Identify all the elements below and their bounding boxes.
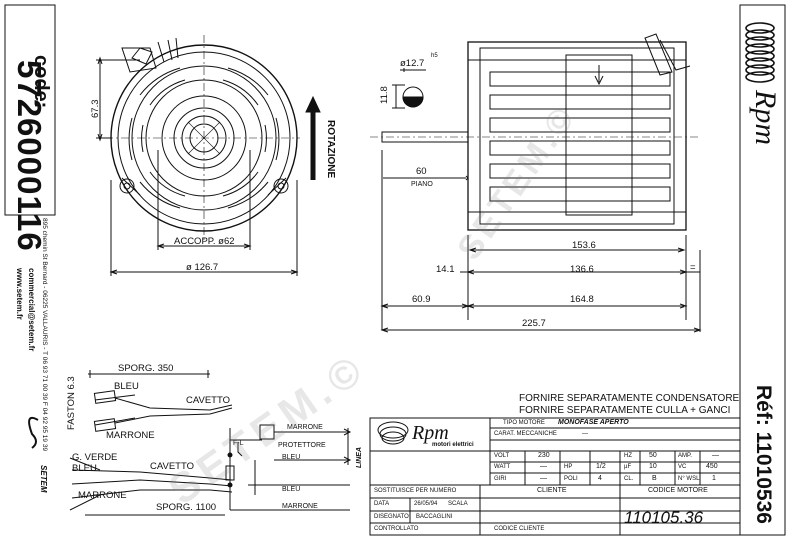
schem-fl: F-L	[233, 440, 244, 447]
setem-logo-label: SETEM	[39, 465, 48, 493]
disegnato-label: DISEGNATO	[374, 514, 409, 520]
disegnato-value: BACCAGLINI	[416, 514, 453, 520]
poli-value: 4	[598, 475, 602, 482]
vc-label: VC	[678, 464, 687, 470]
sporg-1100: SPORG. 1100	[156, 502, 217, 513]
wsl-value: 1	[712, 475, 716, 482]
email: commercial@setem.fr	[27, 268, 36, 352]
volt-label: VOLT	[494, 453, 510, 459]
codice-motore-value: 110105.36	[624, 508, 704, 527]
address: 895 chemin St Bernard - 06225 VALLAURIS …	[41, 218, 48, 452]
hp-label: HP	[564, 464, 573, 470]
watt-value: —	[540, 463, 547, 470]
codice-motore-label: CODICE MOTORE	[648, 487, 708, 494]
dim-diameter: ø 126.7	[186, 262, 219, 273]
carat-value: —	[582, 431, 588, 437]
dim-equal: =	[690, 262, 696, 273]
wire-cavetto-2: CAVETTO	[150, 461, 194, 472]
wire-g-verde: G. VERDE	[72, 452, 118, 463]
ref-number: Réf: 11010536	[752, 385, 775, 524]
schem-protettore: PROTETTORE	[278, 442, 326, 449]
vc-value: 450	[706, 463, 718, 470]
controllato-label: CONTROLLATO	[374, 526, 419, 532]
hp-value: 1/2	[596, 463, 606, 470]
wire-marrone-2: MARRONE	[78, 490, 127, 501]
wire-bleu-1: BLEU	[114, 381, 139, 392]
uf-label: µF	[624, 464, 632, 470]
dim-136: 136.6	[570, 264, 594, 275]
wire-cavetto-1: CAVETTO	[186, 395, 230, 406]
scala-label: SCALA	[448, 501, 468, 507]
dim-153: 153.6	[572, 240, 596, 251]
tipo-label: TIPO MOTORE	[503, 420, 545, 426]
cl-value: B	[652, 475, 657, 482]
cliente-label: CLIENTE	[537, 487, 567, 494]
rotation-label: ROTAZIONE	[325, 120, 336, 179]
piano-label: PIANO	[411, 181, 433, 188]
note-culla: FORNIRE SEPARATAMENTE CULLA + GANCI	[519, 405, 731, 416]
dim-shaft-diameter: ø12.7	[400, 58, 425, 69]
carat-label: CARAT. MECCANICHE	[494, 431, 557, 437]
title-brand: Rpm	[412, 422, 449, 444]
schem-bleu-top: BLEU	[282, 454, 301, 461]
schem-linea: LINEA	[356, 447, 363, 468]
wire-marrone-1: MARRONE	[106, 430, 155, 441]
wire-bleu-2: BLEU	[72, 463, 97, 474]
data-value: 26/05/94	[414, 501, 438, 507]
dim-flat: 11.8	[379, 86, 390, 104]
dim-height: 67.3	[90, 99, 101, 119]
schem-marrone-bot: MARRONE	[282, 503, 318, 510]
dim-shaft-tolerance: h5	[431, 53, 438, 59]
codice-cliente-label: CODICE CLIENTE	[494, 526, 545, 532]
sost-label: SOSTITUISCE PER NUMERO	[374, 488, 457, 494]
hz-label: HZ	[624, 453, 632, 459]
wsl-label: N° WSL	[678, 476, 700, 482]
poli-label: POLI	[564, 476, 578, 482]
dim-accopp: ACCOPP. ø62	[174, 236, 235, 247]
title-brand-sub: motori elettrici	[432, 442, 474, 448]
data-label: DATA	[374, 501, 390, 507]
watt-label: WATT	[494, 464, 511, 470]
dim-piano-length: 60	[416, 166, 427, 177]
volt-value: 230	[538, 452, 550, 459]
sporg-350: SPORG. 350	[118, 363, 174, 374]
giri-label: GIRI	[494, 476, 507, 482]
note-condensatore: FORNIRE SEPARATAMENTE CONDENSATORE	[519, 393, 740, 404]
schem-bleu-bot: BLEU	[282, 486, 301, 493]
amp-label: AMP.	[678, 453, 692, 459]
cl-label: CL.	[624, 476, 634, 482]
schem-marrone-top: MARRONE	[287, 424, 323, 431]
giri-value: —	[540, 475, 547, 482]
dim-60: 60.9	[412, 294, 431, 305]
amp-value: —	[712, 452, 719, 459]
dim-164: 164.8	[570, 294, 594, 305]
uf-value: 10	[649, 463, 657, 470]
dim-225: 225.7	[522, 318, 546, 329]
tipo-value: MONOFASE APERTO	[558, 419, 629, 426]
hz-value: 50	[649, 452, 657, 459]
dim-14: 14.1	[436, 264, 455, 275]
website: www.setem.fr	[15, 268, 24, 320]
rpm-brand: Rpm	[749, 90, 782, 145]
faston: FASTON 6.3	[66, 376, 77, 430]
